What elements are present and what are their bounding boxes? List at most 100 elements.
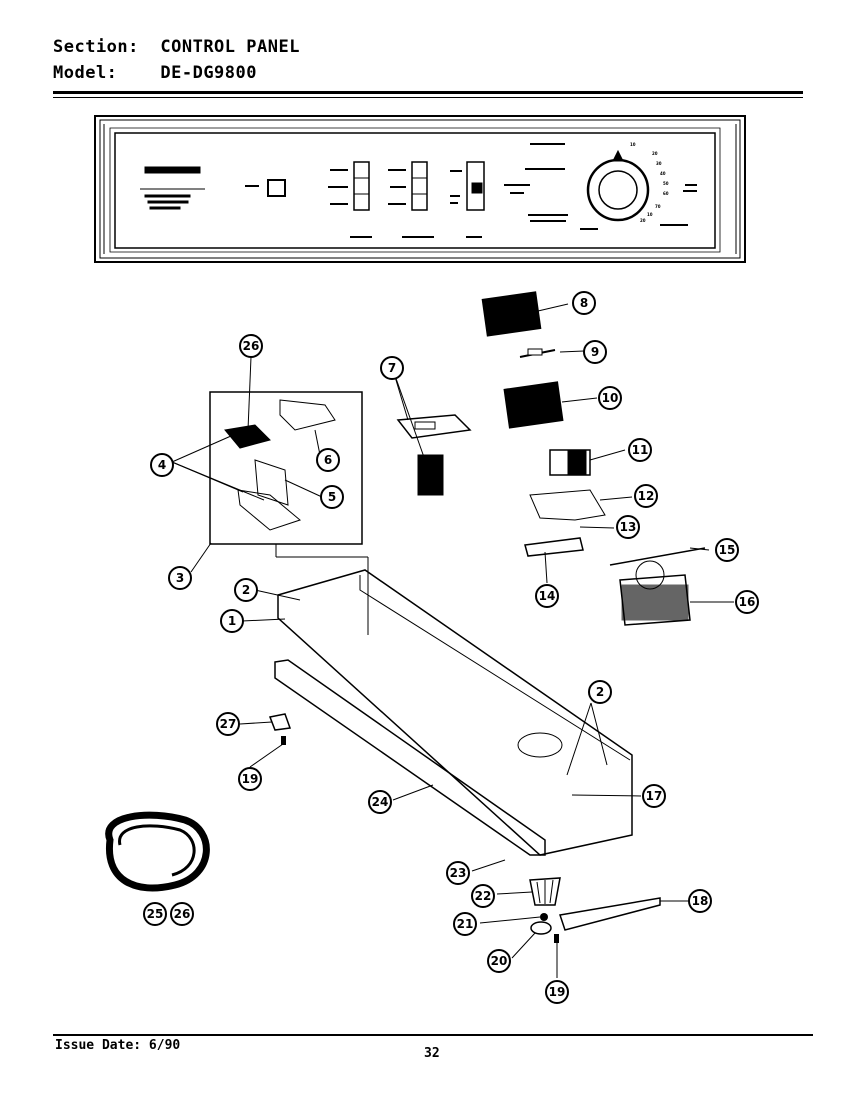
callout-label: 14 [539,589,556,603]
callout-circle [446,861,470,885]
callout-label: 22 [475,889,492,903]
callout-label: 13 [620,520,637,534]
part-16-timer [619,560,691,626]
control-panel-front [94,115,746,263]
callout-circle [715,538,739,562]
callout-circle [583,340,607,364]
callout-label: 19 [549,985,566,999]
section-label: Section: [53,37,139,57]
dial-number: 60 [663,191,669,196]
callout-label: 21 [457,917,474,931]
callout-label: 16 [739,595,756,609]
dial-number: 40 [660,171,666,176]
callout-circle [471,884,495,908]
part-9-resistor [519,348,556,358]
switch-assembly-group [209,391,369,635]
part-1-console-bracket [277,569,633,856]
part-25-wire-harness [105,811,210,892]
dial-number: 50 [663,181,669,186]
callout-circle [628,438,652,462]
callout-label: 3 [176,571,184,585]
dial-number: 20 [652,151,658,156]
footer-rule [53,1034,813,1036]
callout-circle [688,889,712,913]
callout-circle [216,712,240,736]
part-21-clip [540,913,548,921]
callout-label: 27 [220,717,237,731]
part-22-knob [529,877,561,906]
issue-date: Issue Date: 6/90 [55,1038,181,1053]
callout-circle [545,980,569,1004]
callout-label: 15 [719,543,736,557]
callout-label: 10 [602,391,619,405]
callout-label: 1 [228,614,236,628]
part-10-switch [503,381,564,429]
callout-circle [239,334,263,358]
section-value: CONTROL PANEL [160,37,300,57]
leader-lines [171,303,734,978]
callout-circle [143,902,167,926]
part-19-screw-right [554,934,559,943]
callout-circle [380,356,404,380]
callout-label: 25 [147,907,164,921]
callout-label: 20 [491,954,508,968]
header-rule-thin [53,97,803,98]
callout-label: 26 [243,339,260,353]
callout-circle [642,784,666,808]
callout-circle [220,609,244,633]
callout-label: 26 [174,907,191,921]
part-15-wire [609,547,706,566]
callout-circle [170,902,194,926]
section-heading: Section: CONTROL PANEL [53,37,300,57]
callout-label: 24 [372,795,389,809]
callout-label: 2 [596,685,604,699]
part-14-terminal-block [524,537,584,557]
part-18-bracket [559,897,661,931]
callout-circle [234,578,258,602]
callout-circle [453,912,477,936]
callout-label: 12 [638,489,655,503]
part-27-clip [268,713,292,731]
callout-label: 19 [242,772,259,786]
callout-label: 23 [450,866,467,880]
dial-number: 20 [640,218,646,223]
callout-circle [735,590,759,614]
callout-circle [316,448,340,472]
callout-label: 8 [580,296,588,310]
callout-circle [368,790,392,814]
callout-label: 9 [591,345,599,359]
callout-circle [588,680,612,704]
callout-circle [238,767,262,791]
dial-number: 10 [647,212,653,217]
header-rule-thick [53,91,803,94]
part-19-screw-left [281,736,286,745]
callout-circle [150,453,174,477]
part-8-switch [481,291,542,337]
callout-circle [168,566,192,590]
part-20-dial [530,921,552,935]
callout-label: 11 [632,443,649,457]
callout-circle [634,484,658,508]
callout-group: 1223456789101112131415161718191920212223… [143,291,759,1004]
callout-label: 6 [324,453,332,467]
callout-label: 7 [388,361,396,375]
callout-circle [487,949,511,973]
part-24-rail [274,659,546,856]
dial-number: 30 [656,161,662,166]
callout-circle [320,485,344,509]
model-value: DE-DG9800 [160,63,257,83]
callout-label: 5 [328,490,336,504]
callout-label: 2 [242,583,250,597]
callout-label: 18 [692,894,709,908]
dial-number: 70 [655,204,661,209]
model-label: Model: [53,63,118,83]
callout-circle [572,291,596,315]
callout-label: 4 [158,458,166,472]
callout-circle [598,386,622,410]
part-7-selector-switch [396,414,472,496]
model-heading: Model: DE-DG9800 [53,63,257,83]
dial-number: 10 [630,142,636,147]
page-number: 32 [424,1046,440,1061]
part-11-relay [549,449,591,476]
